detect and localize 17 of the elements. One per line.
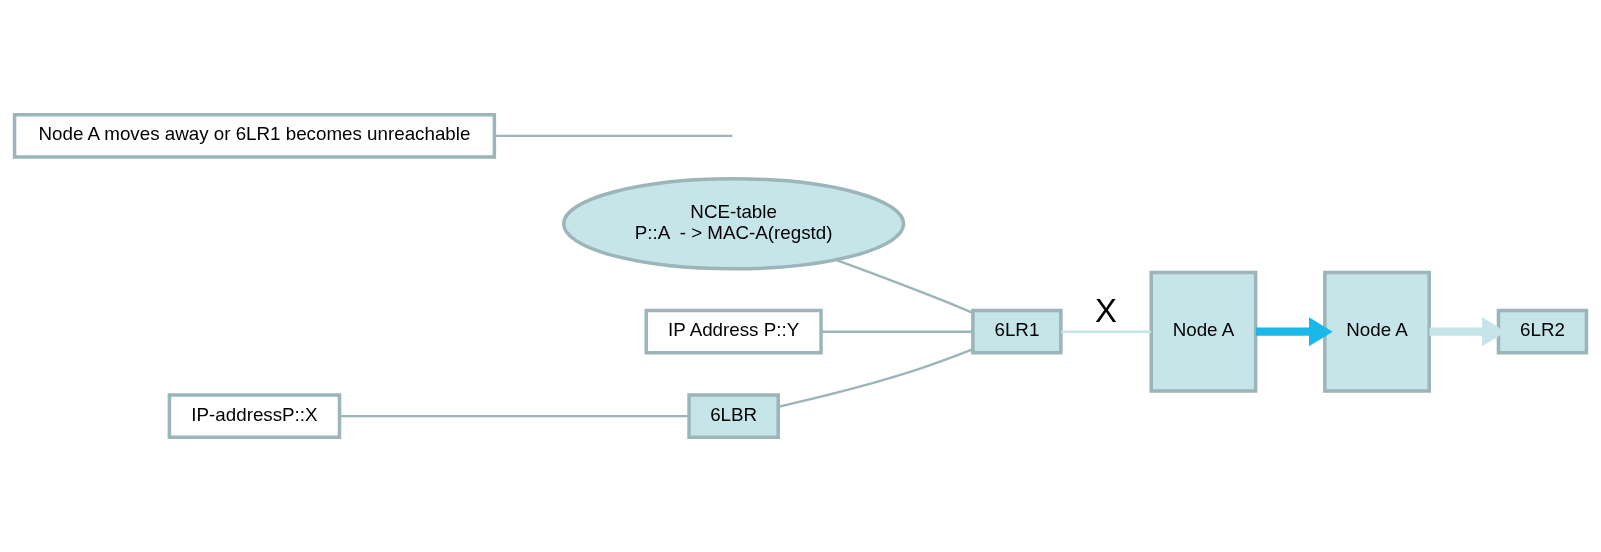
connector (835, 258, 974, 314)
node-box: Node A moves away or 6LR1 becomes unreachable (12, 112, 497, 159)
connector (339, 415, 689, 418)
node-ellipse: NCE-table P::A - > MAC-A(regstd) (561, 177, 906, 271)
node-box: IP-addressP::X (167, 393, 342, 440)
node-box: Node A (1323, 270, 1431, 393)
arrow (1256, 317, 1333, 347)
edge-label: X (1095, 291, 1117, 329)
node-box: 6LR2 (1496, 308, 1589, 355)
connector (777, 348, 973, 408)
node-box: 6LBR (687, 393, 780, 440)
node-box: Node A (1149, 270, 1258, 393)
connector (1061, 330, 1152, 333)
node-box: 6LR1 (971, 308, 1063, 355)
connector (821, 330, 973, 333)
connector (494, 134, 733, 137)
node-box: IP Address P::Y (644, 308, 823, 355)
